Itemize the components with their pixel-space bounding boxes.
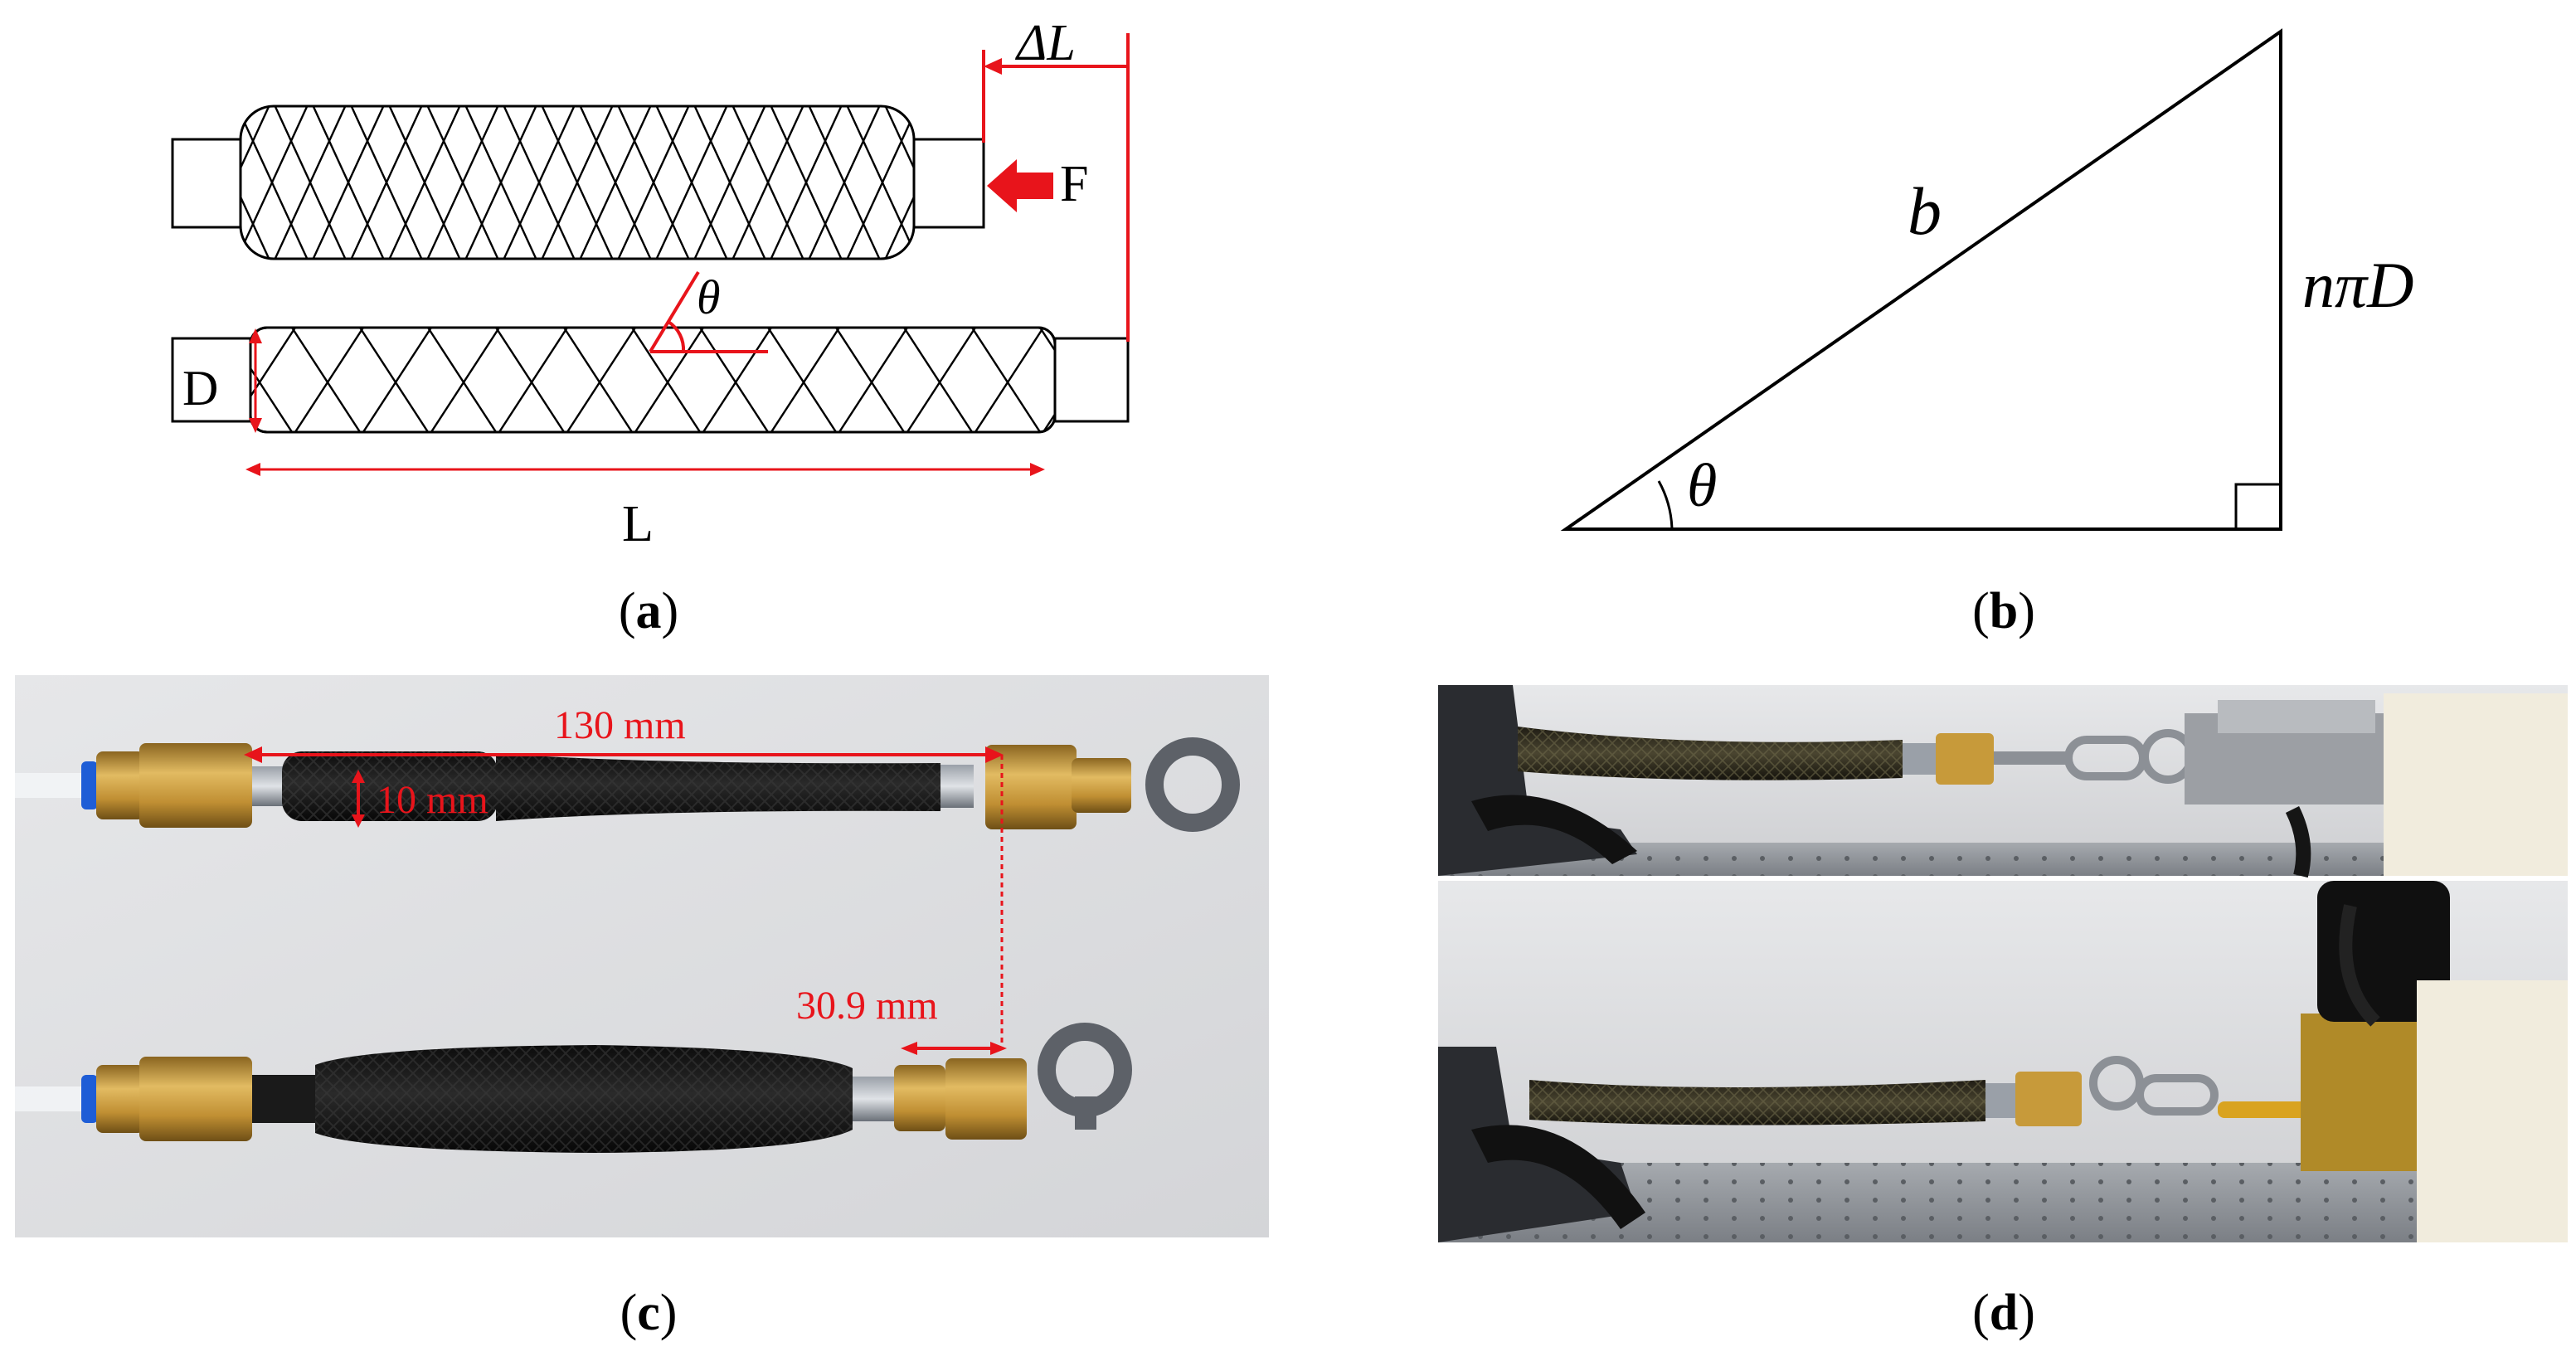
theta-arc	[1657, 480, 1674, 530]
theta-label: θ	[1687, 452, 1717, 520]
photo-d-bottom	[1438, 881, 2568, 1242]
top-end-cap-left	[171, 138, 244, 229]
panel-c-photo: 130 mm 10 mm 30.9 mm	[15, 675, 1269, 1237]
diameter-label: D	[182, 361, 218, 416]
hypotenuse-label: b	[1908, 173, 1942, 249]
top-end-cap-right	[912, 138, 985, 229]
vertical-side-label: nπD	[2302, 249, 2413, 321]
panel-b-triangle: b nπD θ	[1560, 28, 2413, 531]
length-label: L	[622, 496, 654, 552]
force-label: F	[1060, 156, 1088, 212]
caption-c: (c)	[620, 1285, 678, 1341]
force-arrow	[987, 159, 1053, 212]
photo-c-bottom-actuator	[15, 1023, 1132, 1153]
right-angle-marker	[2234, 483, 2282, 531]
photo-c-top-actuator	[15, 737, 1240, 832]
theta-label: θ	[697, 270, 721, 324]
caption-a: (a)	[618, 583, 679, 639]
contraction-30-9mm-label: 30.9 mm	[796, 984, 938, 1028]
panel-a-schematic: ΔL F θ D L	[171, 17, 1130, 552]
delta-l-label: ΔL	[1014, 17, 1076, 71]
caption-d: (d)	[1972, 1285, 2035, 1341]
panel-d-photo	[1438, 685, 2568, 1242]
bottom-end-cap-right	[1053, 337, 1130, 423]
right-triangle	[1560, 28, 2282, 531]
bottom-end-cap-left	[171, 337, 252, 423]
diameter-10mm-label: 10 mm	[377, 778, 488, 822]
length-130mm-label: 130 mm	[554, 703, 686, 747]
caption-b: (b)	[1972, 583, 2035, 639]
photo-d-top	[1438, 685, 2568, 878]
